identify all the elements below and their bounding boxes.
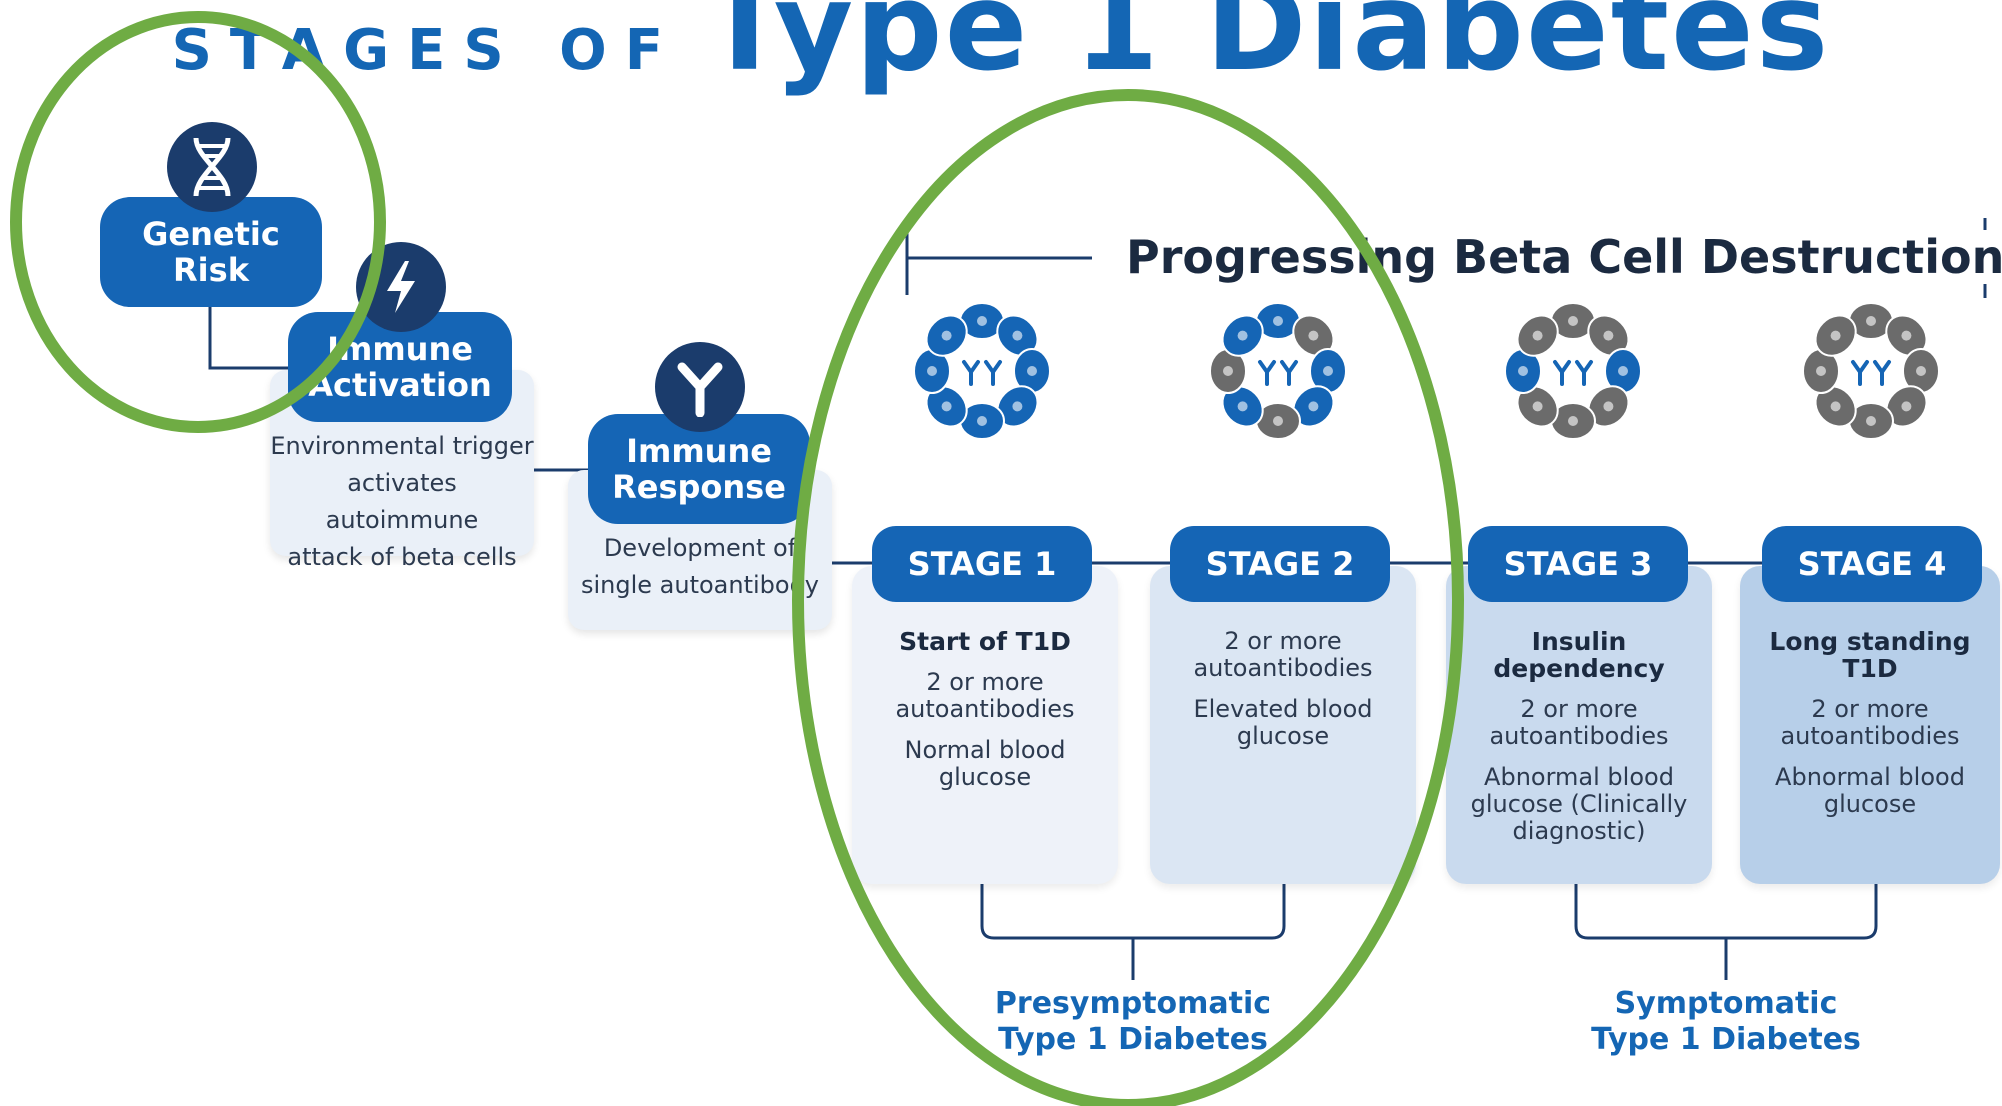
step-label-line1: Immune [327, 330, 473, 368]
cluster-center [1547, 345, 1599, 397]
group-line: Symptomatic [1614, 986, 1838, 1021]
antibody-mark [1553, 360, 1571, 386]
stage-2-card: 2 or more autoantibodies Elevated blood … [1150, 566, 1416, 884]
cell-nucleus [927, 366, 937, 376]
desc-line: Development of [603, 534, 797, 562]
step-label-line2: Response [612, 468, 786, 506]
group-presymptomatic: Presymptomatic Type 1 Diabetes [983, 986, 1283, 1058]
cell-nucleus [1603, 330, 1614, 341]
cluster-center [1252, 345, 1304, 397]
cell-nucleus [1237, 330, 1248, 341]
antibody-mark [1851, 360, 1869, 386]
cell-nucleus [1830, 330, 1841, 341]
group-line: Type 1 Diabetes [1591, 1022, 1861, 1057]
stage-3-card: Insulin dependency 2 or more autoantibod… [1446, 566, 1712, 884]
stage-line: 2 or more autoantibodies [1780, 695, 1960, 750]
stage-4-card: Long standing T1D 2 or more autoantibodi… [1740, 566, 2000, 884]
stage-line: Abnormal blood glucose (Clinically diagn… [1470, 763, 1688, 845]
beta-cell-cluster-stage-4 [1797, 297, 1945, 445]
stage-line: 2 or more autoantibodies [1193, 627, 1373, 682]
cell-nucleus [941, 401, 952, 412]
stage-heading: Long standing T1D [1769, 627, 1971, 683]
desc-line: attack of beta cells [287, 543, 517, 571]
cell-nucleus [1568, 316, 1578, 326]
stage-1-label: STAGE 1 [872, 526, 1092, 602]
cell-nucleus [977, 316, 987, 326]
dna-icon [167, 122, 257, 212]
cell-nucleus [1223, 366, 1233, 376]
cell-nucleus [1273, 316, 1283, 326]
stage-line: 2 or more autoantibodies [1489, 695, 1669, 750]
step-label-line1: Genetic [142, 215, 280, 253]
stage-heading: Insulin dependency [1493, 627, 1665, 683]
cell-nucleus [1603, 401, 1614, 412]
stage-2-label: STAGE 2 [1170, 526, 1390, 602]
stage-1-card: Start of T1D 2 or more autoantibodies No… [852, 566, 1118, 884]
cell-nucleus [1323, 366, 1333, 376]
group-symptomatic: Symptomatic Type 1 Diabetes [1576, 986, 1876, 1058]
desc-line: single autoantibody [580, 571, 820, 599]
cell-nucleus [1237, 401, 1248, 412]
cell-nucleus [1916, 366, 1926, 376]
cell-nucleus [1532, 330, 1543, 341]
group-line: Type 1 Diabetes [998, 1022, 1268, 1057]
antibody-mark [1873, 360, 1891, 386]
stage-line: 2 or more autoantibodies [895, 668, 1075, 723]
cluster-center [1845, 345, 1897, 397]
desc-line: Environmental trigger [270, 432, 534, 460]
beta-cell-cluster-stage-2 [1204, 297, 1352, 445]
group-line: Presymptomatic [994, 986, 1272, 1021]
stage-4-label: STAGE 4 [1762, 526, 1982, 602]
cell-nucleus [1901, 330, 1912, 341]
step-label-line2: Risk [173, 251, 249, 289]
cell-nucleus [1866, 316, 1876, 326]
cell-nucleus [1273, 416, 1283, 426]
cell-nucleus [1012, 330, 1023, 341]
stage-3-label: STAGE 3 [1468, 526, 1688, 602]
cell-nucleus [1866, 416, 1876, 426]
cell-nucleus [1618, 366, 1628, 376]
stage-line: Abnormal blood glucose [1775, 763, 1965, 818]
cell-nucleus [1308, 330, 1319, 341]
title-main: Type 1 Diabetes [703, 0, 1831, 98]
lightning-icon [356, 242, 446, 332]
cell-nucleus [1816, 366, 1826, 376]
step-genetic-risk: Genetic Risk [100, 197, 322, 307]
cell-nucleus [1012, 401, 1023, 412]
step-immune-response: Immune Response [588, 414, 810, 524]
cell-nucleus [1901, 401, 1912, 412]
cluster-center [956, 345, 1008, 397]
cell-nucleus [941, 330, 952, 341]
stage-line: Normal blood glucose [904, 736, 1066, 791]
beta-cell-cluster-stage-1 [908, 297, 1056, 445]
cell-nucleus [1532, 401, 1543, 412]
cell-nucleus [1830, 401, 1841, 412]
progress-label: Progressing Beta Cell Destruction [1120, 230, 2002, 284]
desc-line: activates autoimmune [325, 469, 479, 534]
antibody-icon [655, 342, 745, 432]
cell-nucleus [1308, 401, 1319, 412]
stage-line: Elevated blood glucose [1193, 695, 1373, 750]
cell-nucleus [1518, 366, 1528, 376]
step-label-line2: Activation [308, 366, 492, 404]
cell-nucleus [1027, 366, 1037, 376]
cell-nucleus [977, 416, 987, 426]
antibody-mark [1575, 360, 1593, 386]
beta-cell-cluster-stage-3 [1499, 297, 1647, 445]
cell-nucleus [1568, 416, 1578, 426]
stage-heading: Start of T1D [899, 627, 1071, 656]
step-label-line1: Immune [626, 432, 772, 470]
